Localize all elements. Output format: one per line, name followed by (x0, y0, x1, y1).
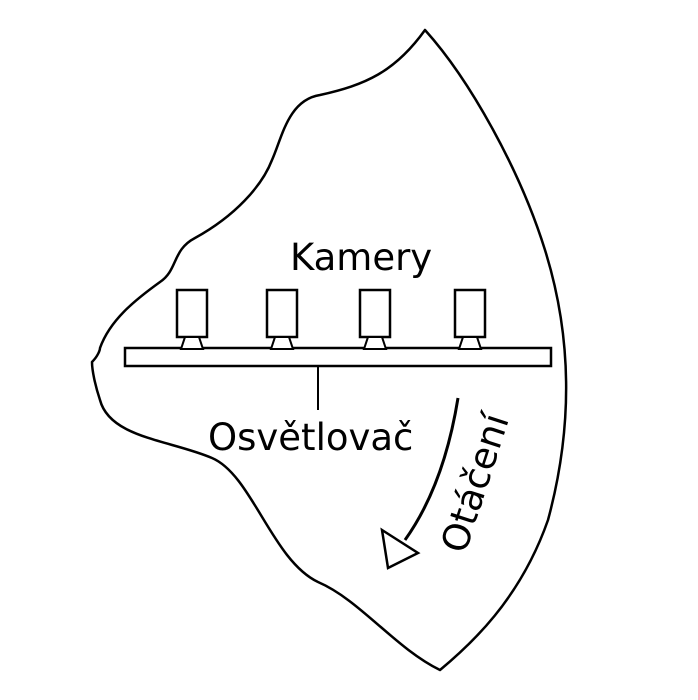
camera-1-lens (179, 336, 205, 350)
camera-2-body (265, 288, 299, 339)
illuminator-bar (123, 346, 553, 368)
cameras-label: Kamery (290, 236, 432, 279)
camera-4-body (453, 288, 487, 339)
rotation-arrow-head (380, 527, 421, 570)
camera-1 (175, 288, 209, 350)
camera-2-lens (269, 336, 295, 350)
camera-4 (453, 288, 487, 350)
camera-3-lens (362, 336, 388, 350)
illuminator-label: Osvětlovač (208, 416, 413, 459)
camera-3 (358, 288, 392, 350)
camera-1-body (175, 288, 209, 339)
rotation-arrow-shaft (403, 397, 460, 541)
camera-3-body (358, 288, 392, 339)
camera-4-lens (457, 336, 483, 350)
camera-2 (265, 288, 299, 350)
